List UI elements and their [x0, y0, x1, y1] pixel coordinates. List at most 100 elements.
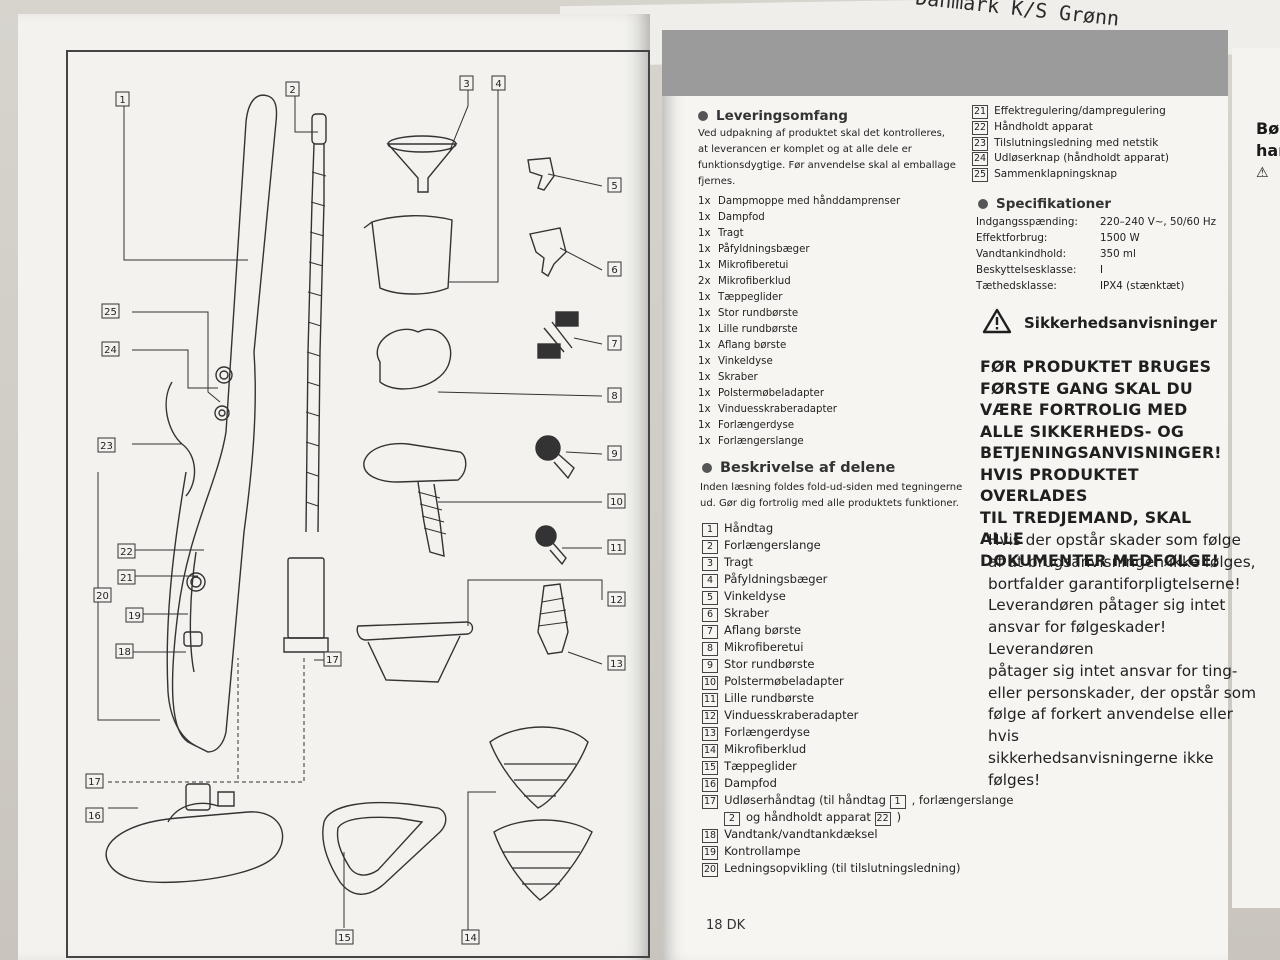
callout-box: 17 [85, 773, 104, 789]
callout-box: 8 [607, 387, 622, 403]
part-number-box: 25 [972, 168, 989, 183]
part-name: Lille rundbørste [724, 691, 815, 705]
delivery-intro-line: fjernes. [698, 176, 736, 187]
part-name: Mikrofiberklud [724, 742, 807, 756]
part-name: Effektregulering/dampregulering [994, 105, 1166, 117]
spec-row: Tæthedsklasse:IPX4 (stænktæt) [976, 278, 1216, 294]
delivery-item-name: Mikrofiberklud [718, 276, 791, 287]
spec-row: Vandtankindhold:350 ml [976, 246, 1216, 262]
delivery-item-qty: 1x [698, 212, 711, 223]
part-number-box: 9 [702, 659, 718, 673]
delivery-item-name: Polstermøbeladapter [718, 388, 825, 399]
part-number-box: 3 [702, 557, 718, 571]
delivery-intro-line: Ved udpakning af produktet skal det kont… [698, 128, 945, 139]
part-number-box: 15 [702, 761, 719, 775]
side-sheet-line: har [1256, 141, 1280, 160]
part-name: Aflang børste [724, 623, 802, 637]
callout-label: 8 [611, 391, 617, 402]
safety-body-line: sikkerhedsanvisningerne ikke følges! [988, 748, 1214, 789]
page-header-band [662, 30, 1228, 96]
delivery-item-qty: 1x [698, 340, 711, 351]
delivery-list-item: 1x Polstermøbeladapter [698, 386, 900, 402]
safety-body-line: Leverandøren påtager sig intet [988, 596, 1226, 615]
callout-label: 16 [88, 811, 101, 822]
part-number-box: 13 [702, 727, 719, 741]
delivery-heading: Leveringsomfang [698, 108, 848, 124]
safety-body-line: ansvar for følgeskader! Leverandøren [988, 618, 1167, 658]
callout-label: 5 [611, 181, 617, 192]
callout-box: 1 [115, 91, 130, 107]
delivery-item-name: Forlængerdyse [718, 420, 795, 431]
delivery-item-name: Aflang børste [718, 340, 787, 351]
part-number-box: 7 [702, 625, 718, 639]
callout-label: 17 [88, 777, 101, 788]
spec-row: Indgangsspænding: 220–240 V∼, 50/60 Hz [976, 214, 1216, 230]
part-name: Ledningsopvikling (til tilslutningsledni… [724, 861, 961, 875]
callout-label: 9 [611, 449, 617, 460]
spec-value: IPX4 (stænktæt) [1100, 280, 1185, 292]
spec-value: 220–240 V∼, 50/60 Hz [1100, 216, 1217, 228]
safety-body-line: Hvis der opstår skader som følge [988, 531, 1241, 549]
safety-caps-line: BETJENINGSANVISNINGER! [980, 443, 1222, 462]
part-number-box: 11 [702, 693, 719, 707]
callout-box: 4 [491, 75, 506, 91]
callout-label: 12 [610, 595, 623, 606]
part-name: Udløserknap (håndholdt apparat) [994, 152, 1169, 165]
spec-key: Indgangsspænding: [976, 216, 1078, 228]
part-number-box: 14 [702, 744, 719, 758]
delivery-item-name: Lille rundbørste [718, 324, 798, 335]
part-number-box: 22 [874, 812, 891, 826]
parts-intro-line: ud. Gør dig fortrolig med alle produktet… [700, 498, 959, 509]
spec-row: Effektforbrug:1500 W [976, 230, 1216, 246]
callout-label: 6 [611, 265, 617, 276]
delivery-item-qty: 1x [698, 420, 711, 431]
callout-box: 10 [607, 493, 626, 509]
part-number-box: 17 [702, 795, 719, 809]
side-sheet-line: Bør [1256, 119, 1280, 138]
callout-box: 13 [607, 655, 626, 671]
part-name: Tæppeglider [724, 759, 797, 773]
delivery-item-name: Stor rundbørste [718, 308, 799, 319]
delivery-item-qty: 1x [698, 372, 711, 383]
callout-label: 1 [119, 95, 125, 106]
delivery-list-item: 1x Forlængerdyse [698, 418, 900, 434]
callout-box: 19 [125, 607, 144, 623]
parts-list-item: 7 Aflang børste [702, 622, 1013, 639]
delivery-intro-line: at leverancen er komplet og at alle dele… [698, 144, 912, 155]
delivery-item-qty: 1x [698, 388, 711, 399]
part-name: Polstermøbeladapter [724, 674, 844, 688]
parts-list-item: 3 Tragt [702, 554, 1013, 571]
callout-box: 15 [335, 929, 354, 945]
page-number: 18 DK [706, 918, 746, 933]
safety-caps-line: FØRSTE GANG SKAL DU [980, 378, 1193, 398]
callout-box: 3 [459, 75, 474, 91]
part-name: Tragt [724, 555, 753, 569]
part-name-continued: ) [896, 810, 902, 824]
callout-label: 21 [120, 573, 133, 584]
delivery-item-qty: 1x [698, 436, 711, 447]
delivery-item-name: Tæppeglider [718, 292, 783, 303]
safety-body-line: påtager sig intet ansvar for ting- [988, 661, 1238, 680]
part-name-continued: og håndholdt apparat [746, 810, 871, 824]
part-number-box: 22 [972, 120, 989, 135]
callout-label: 13 [610, 659, 623, 670]
delivery-item-qty: 1x [698, 228, 711, 239]
delivery-item-qty: 1x [698, 292, 711, 303]
delivery-item-name: Tragt [718, 228, 744, 239]
right-page: Leveringsomfang Ved udpakning af produkt… [662, 30, 1256, 960]
part-number-box: 6 [702, 608, 718, 622]
parts-list-item: 11 Lille rundbørste [702, 690, 1013, 707]
side-sheet-warning-icon: ⚠ [1256, 165, 1269, 181]
